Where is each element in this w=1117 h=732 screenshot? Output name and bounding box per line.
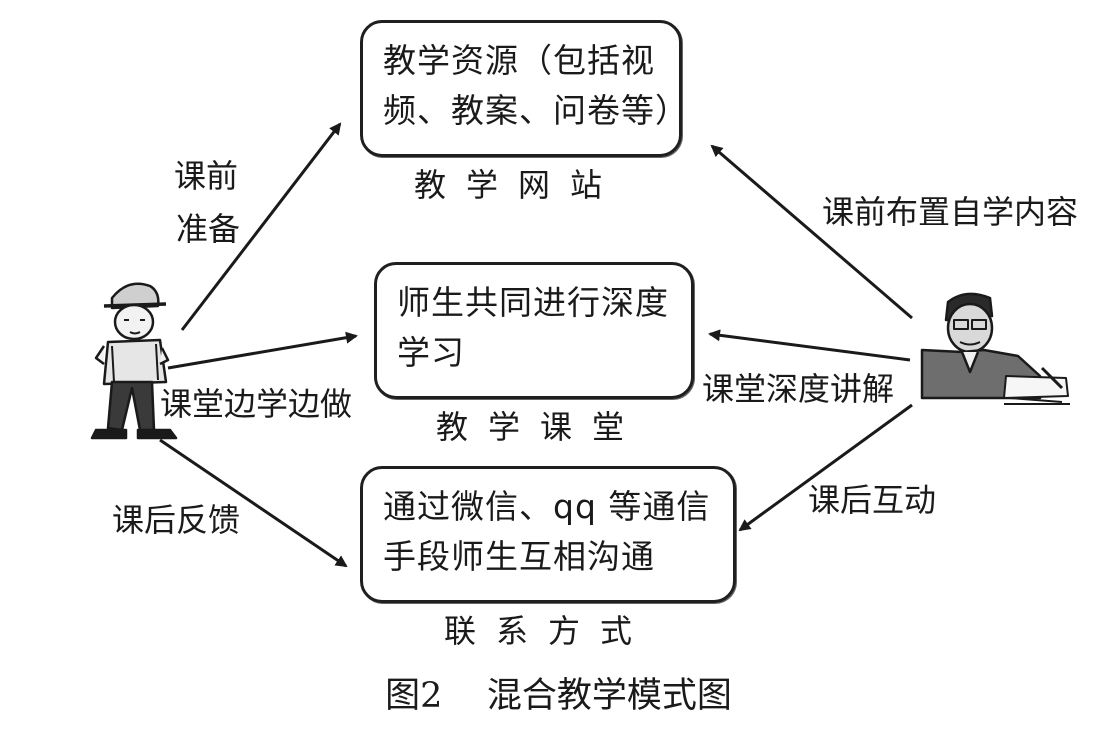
label-student-to-contact: 课后反馈 bbox=[112, 501, 241, 539]
website-box-line2: 频、教案、问卷等） bbox=[383, 91, 689, 130]
label-student-to-website-line1: 课前 bbox=[174, 157, 239, 195]
arrow-teacher-to-classroom bbox=[708, 329, 911, 362]
contact-box-line2: 手段师生互相沟通 bbox=[383, 537, 655, 576]
classroom-box-line1: 师生共同进行深度 bbox=[397, 283, 669, 322]
contact-label: 联系方式 bbox=[444, 612, 653, 650]
classroom-box: 师生共同进行深度 学习 bbox=[374, 262, 694, 399]
arrow-teacher-to-website bbox=[710, 144, 913, 320]
label-student-to-classroom: 课堂边学边做 bbox=[160, 385, 353, 423]
arrow-student-to-website bbox=[180, 122, 342, 331]
figure-caption: 图2 混合教学模式图 bbox=[0, 667, 1117, 718]
figure-title: 混合教学模式图 bbox=[486, 676, 732, 716]
arrow-student-to-contact bbox=[159, 438, 348, 568]
contact-box: 通过微信、qq 等通信 手段师生互相沟通 bbox=[360, 466, 736, 603]
classroom-label: 教学课堂 bbox=[436, 408, 645, 446]
label-teacher-to-classroom: 课堂深度讲解 bbox=[702, 370, 895, 408]
arrow-student-to-classroom bbox=[167, 331, 358, 370]
teacher-figure-icon bbox=[920, 292, 1070, 405]
figure-number: 图2 bbox=[385, 676, 443, 716]
label-student-to-website-line2: 准备 bbox=[176, 210, 241, 248]
website-label: 教学网站 bbox=[414, 166, 623, 204]
student-figure-icon bbox=[90, 282, 178, 440]
label-teacher-to-contact: 课后互动 bbox=[808, 481, 937, 519]
website-box: 教学资源（包括视 频、教案、问卷等） bbox=[360, 20, 689, 157]
arrow-teacher-to-contact bbox=[738, 403, 913, 532]
label-teacher-to-website: 课前布置自学内容 bbox=[822, 193, 1079, 231]
classroom-box-line2: 学习 bbox=[397, 333, 465, 372]
contact-box-line1: 通过微信、qq 等通信 bbox=[383, 487, 711, 526]
website-box-line1: 教学资源（包括视 bbox=[383, 41, 655, 80]
